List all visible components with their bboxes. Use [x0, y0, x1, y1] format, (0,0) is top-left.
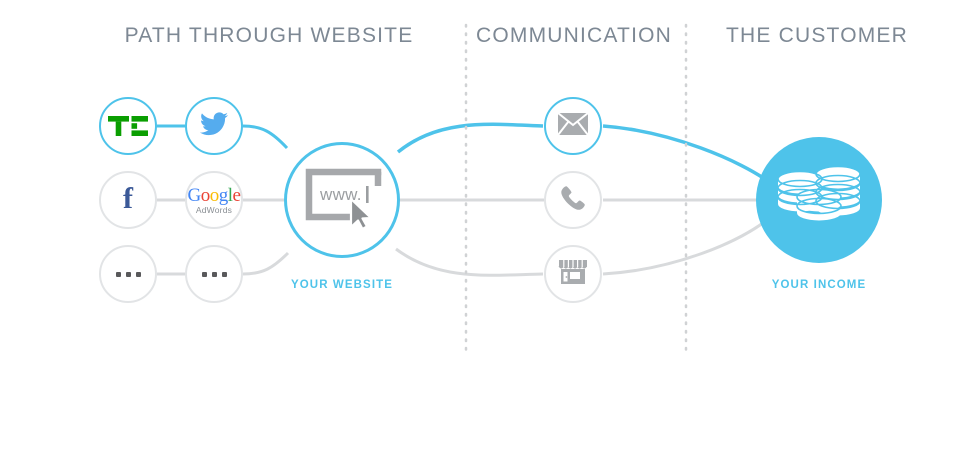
node-your-income[interactable] [756, 137, 882, 263]
link-store-income [602, 214, 773, 276]
node-phone[interactable] [544, 171, 602, 229]
node-more-sources-2[interactable] [185, 245, 243, 303]
ellipsis-icon [115, 271, 141, 277]
google-adwords-logo-icon: Google AdWords [188, 186, 241, 215]
label-your-website: YOUR WEBSITE [290, 279, 394, 291]
link-website-email [396, 122, 544, 154]
phone-icon [560, 185, 586, 216]
storefront-icon [558, 259, 588, 290]
node-twitter[interactable] [185, 97, 243, 155]
link-website-store [395, 247, 544, 277]
coin-stacks-icon [776, 165, 862, 234]
column-title-communication: COMMUNICATION [475, 24, 673, 47]
node-facebook[interactable]: f [99, 171, 157, 229]
techcrunch-logo-icon [108, 116, 148, 136]
twitter-bird-icon [199, 111, 228, 141]
node-more-sources-1[interactable] [99, 245, 157, 303]
envelope-icon [557, 111, 589, 140]
google-wordmark: Google [187, 184, 241, 206]
link-twitter-website [242, 124, 289, 150]
column-title-path: PATH THROUGH WEBSITE [124, 24, 414, 47]
ellipsis-icon [201, 271, 227, 277]
facebook-logo-icon: f [123, 182, 133, 215]
node-store[interactable] [544, 245, 602, 303]
adwords-subtitle: AdWords [195, 204, 233, 215]
node-your-website[interactable]: www. [284, 142, 400, 258]
node-adwords[interactable]: Google AdWords [185, 171, 243, 229]
link-more2-website [242, 251, 290, 276]
link-email-income [602, 124, 774, 186]
browser-www-cursor-icon: www. [302, 167, 382, 234]
column-title-customer: THE CUSTOMER [725, 24, 909, 47]
svg-text:www.: www. [319, 185, 362, 204]
node-techcrunch[interactable] [99, 97, 157, 155]
node-email[interactable] [544, 97, 602, 155]
label-your-income: YOUR INCOME [771, 279, 867, 291]
